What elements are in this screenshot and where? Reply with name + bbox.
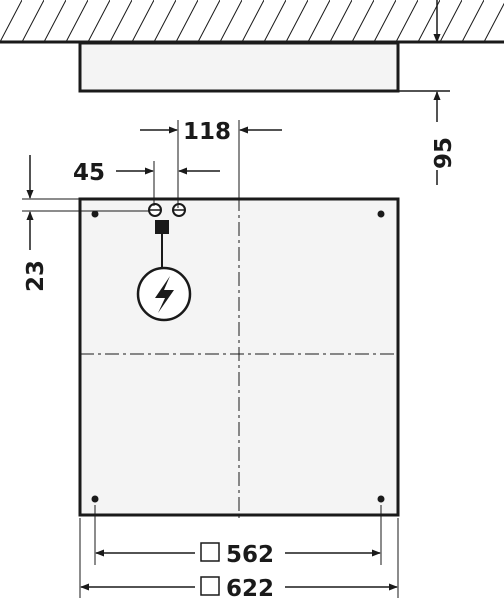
dimension-23-label: 23 bbox=[23, 260, 49, 292]
dimension-562-label: 562 bbox=[226, 542, 274, 568]
dimension-622: 622 bbox=[79, 518, 399, 600]
dimension-23: 23 bbox=[22, 155, 150, 292]
mounting-hole-bottom-right bbox=[377, 495, 385, 503]
dimension-562: 562 bbox=[94, 505, 382, 568]
mounting-hole-top-right bbox=[377, 210, 385, 218]
luminaire-front-view bbox=[78, 122, 400, 520]
height-dimension: 95 bbox=[398, 0, 457, 185]
cable-entry-right bbox=[172, 203, 186, 217]
lightning-bolt-icon bbox=[136, 266, 192, 322]
mounting-hole-top-left bbox=[91, 210, 99, 218]
square-symbol bbox=[200, 542, 220, 562]
ceiling bbox=[0, 0, 504, 44]
height-label: 95 bbox=[431, 137, 457, 169]
dimension-622-label: 622 bbox=[226, 576, 274, 600]
dimension-45-label: 45 bbox=[73, 160, 105, 186]
dimension-118-label: 118 bbox=[183, 119, 231, 145]
connection-terminal bbox=[155, 220, 169, 234]
dimension-118: 118 bbox=[140, 119, 282, 208]
luminaire-side-view bbox=[78, 41, 400, 93]
cable-entry-left bbox=[148, 203, 162, 217]
dimension-45: 45 bbox=[73, 160, 220, 206]
mounting-hole-bottom-left bbox=[91, 495, 99, 503]
square-symbol bbox=[200, 576, 220, 596]
